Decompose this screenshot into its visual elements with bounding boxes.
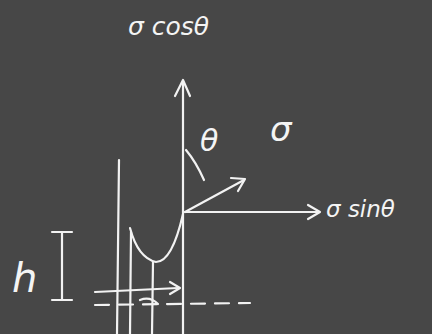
meniscus xyxy=(130,214,183,262)
arrow-head xyxy=(175,80,190,96)
vertical-component: σ cosθ xyxy=(128,14,209,39)
arrow-head xyxy=(170,282,180,294)
tension-label: σ xyxy=(270,112,292,146)
arrow-head xyxy=(231,178,245,191)
angle-label: θ xyxy=(200,126,218,156)
height-tick xyxy=(52,231,72,233)
height-label: h xyxy=(12,258,37,298)
tube-wall xyxy=(130,232,131,334)
scribble xyxy=(140,299,158,304)
height-line xyxy=(61,232,63,300)
horizontal-component: σ sinθ xyxy=(326,198,395,221)
arrow-head xyxy=(308,205,320,219)
tube-wall xyxy=(117,160,119,334)
vertical-axis xyxy=(182,82,184,334)
base-line xyxy=(95,288,178,292)
horizontal-arrow xyxy=(185,211,318,213)
base-line xyxy=(95,303,250,305)
tension-arrow xyxy=(185,180,244,212)
liquid-line xyxy=(152,262,153,334)
height-tick xyxy=(52,299,72,301)
